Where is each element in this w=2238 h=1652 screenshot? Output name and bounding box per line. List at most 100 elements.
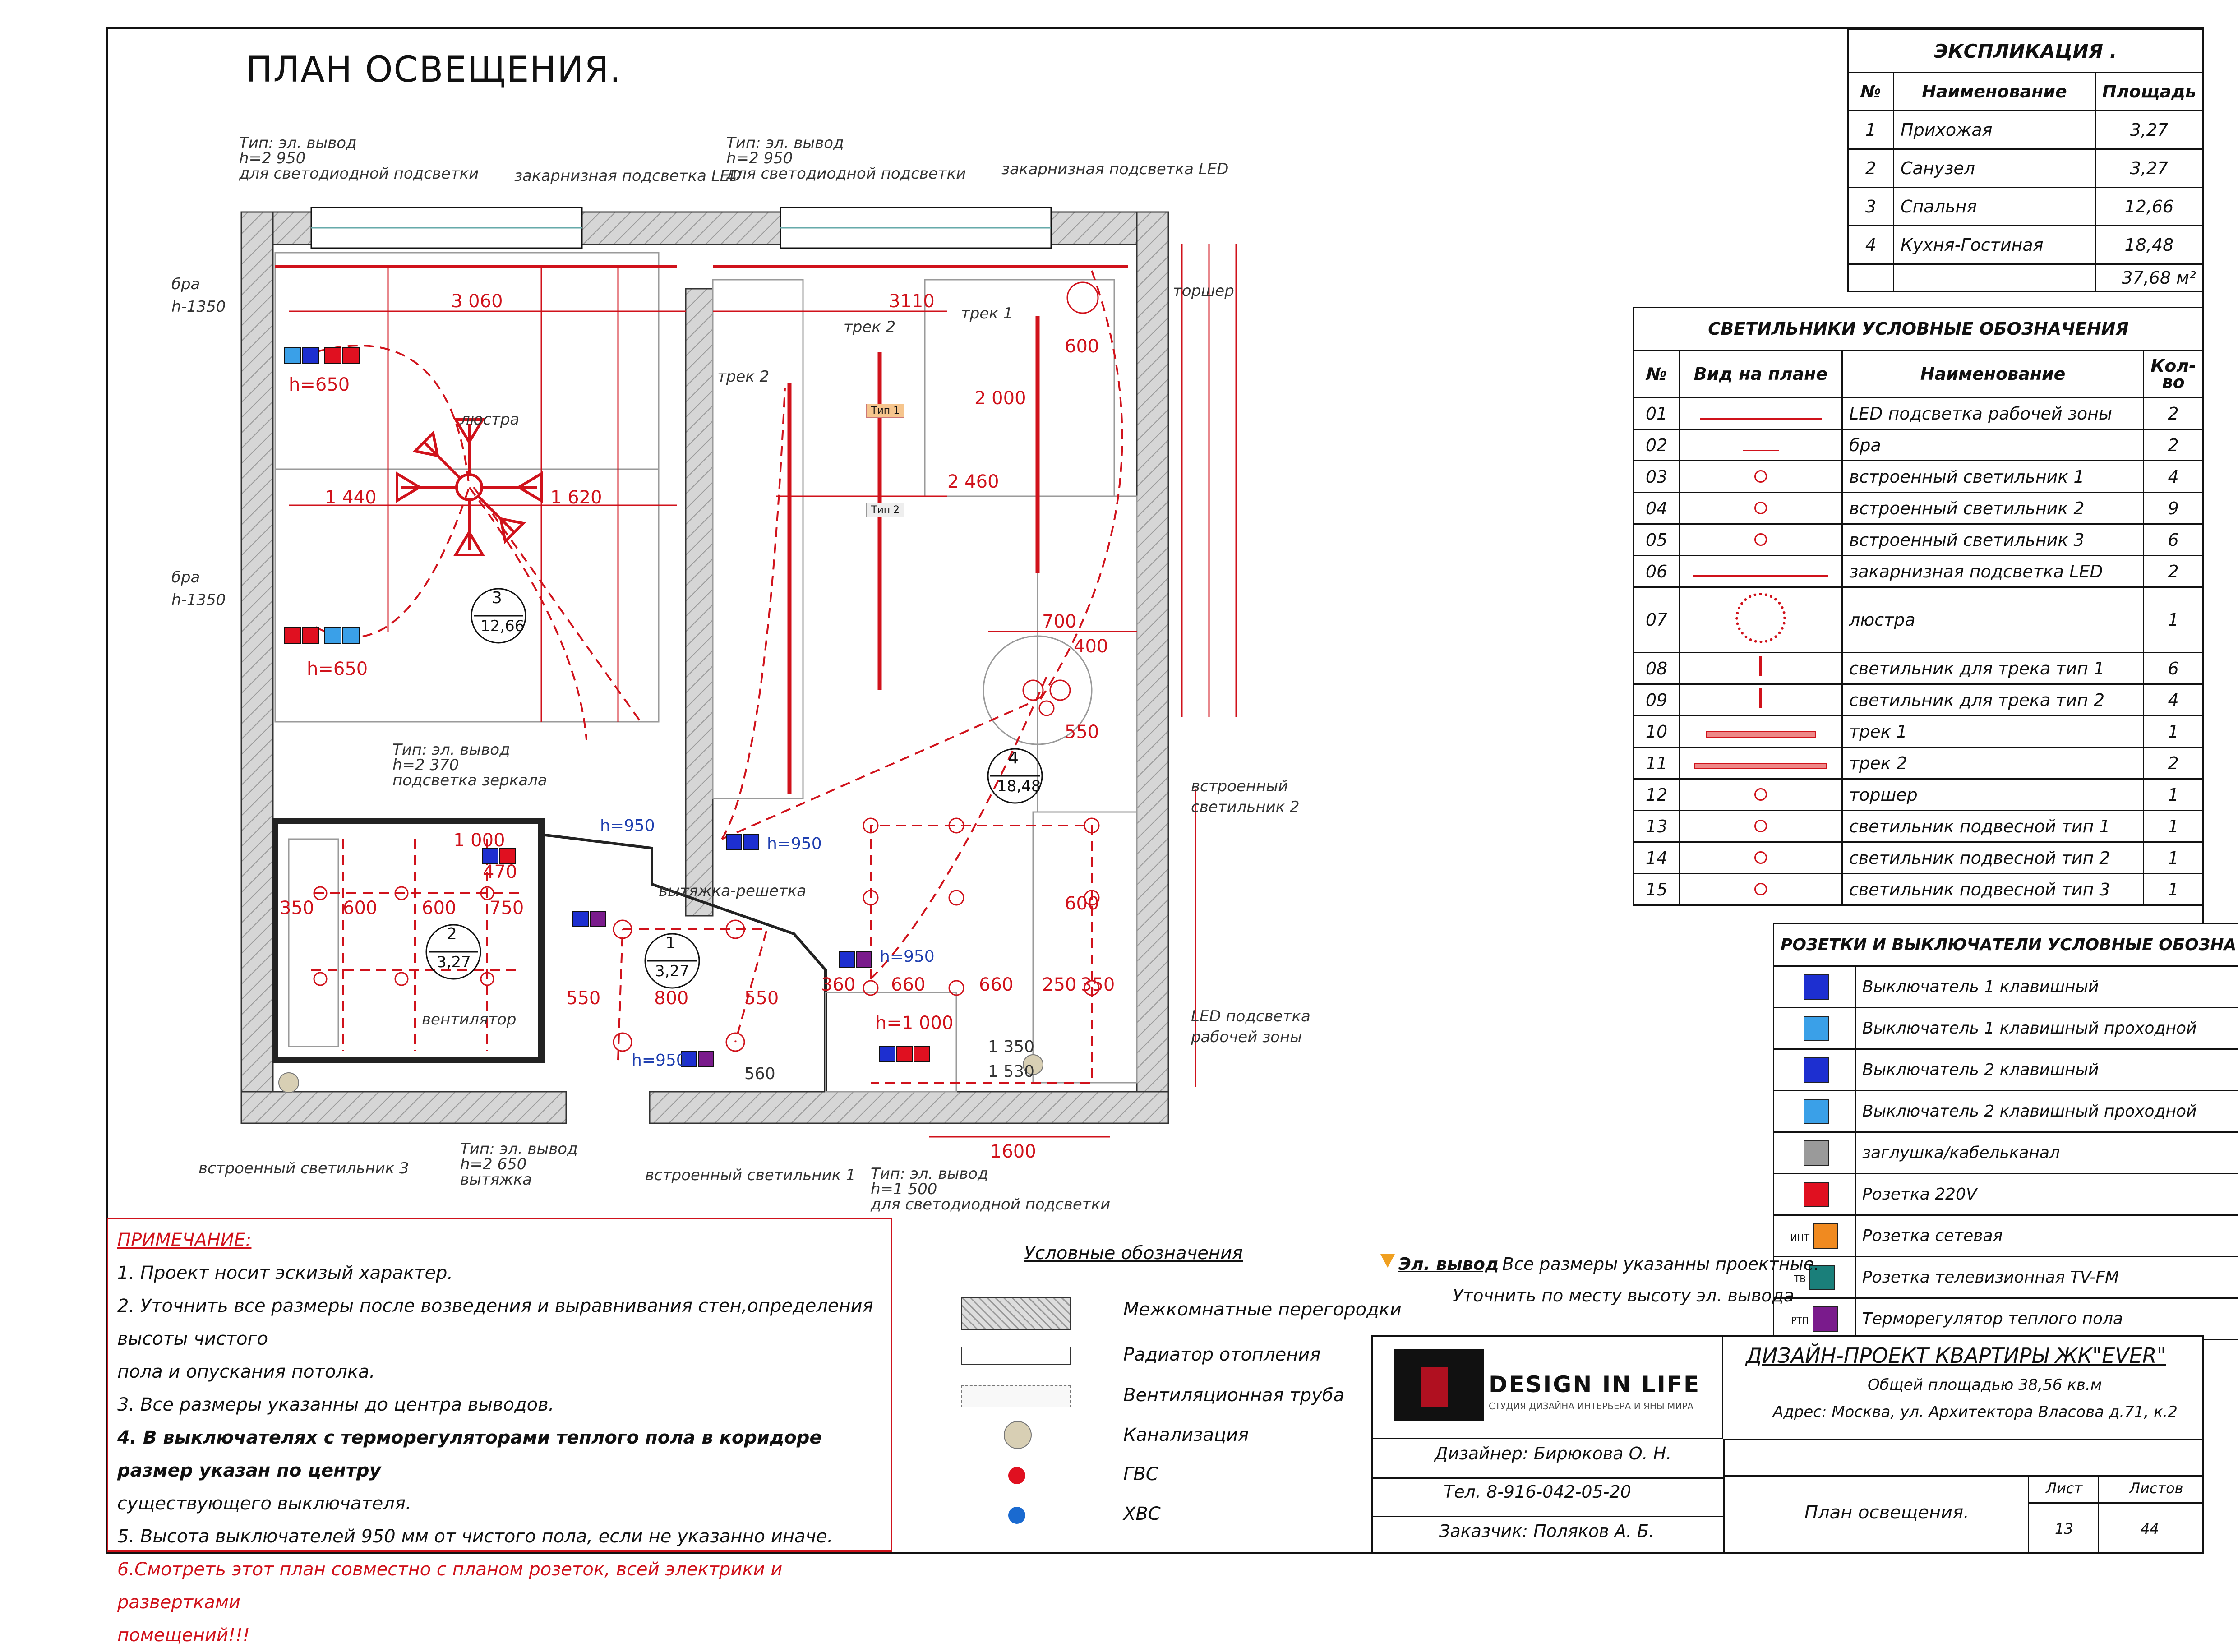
note-line: существующего выключателя. bbox=[117, 1487, 881, 1520]
table-row: Розетка 220V bbox=[1774, 1174, 2238, 1215]
project-address: Адрес: Москва, ул. Архитектора Власова д… bbox=[1773, 1403, 2178, 1421]
lights-legend-table: СВЕТИЛЬНИКИ УСЛОВНЫЕ ОБОЗНАЧЕНИЯ № Вид н… bbox=[1633, 307, 2204, 906]
floor-lamp-icon bbox=[1754, 788, 1767, 801]
cell: люстра bbox=[1842, 587, 2144, 653]
cell: 08 bbox=[1634, 653, 1680, 684]
tb-vline bbox=[2098, 1475, 2099, 1554]
sconce-icon bbox=[1743, 450, 1779, 451]
track-2-icon bbox=[1694, 763, 1827, 769]
dim-label: 350 bbox=[1080, 974, 1115, 995]
cell: 4 bbox=[1848, 226, 1894, 264]
dim-label: 660 bbox=[891, 974, 925, 995]
room-no-2: 2 bbox=[447, 925, 457, 943]
cell: 1 bbox=[2144, 587, 2203, 653]
callout-track-2a: трек 2 bbox=[844, 318, 895, 336]
callout-cornice-led-1: закарнизная подсветка LED bbox=[514, 167, 741, 185]
dim-label: 1 000 bbox=[453, 830, 505, 851]
cell: 2 bbox=[2144, 398, 2203, 429]
cell: Спальня bbox=[1894, 188, 2095, 226]
table-row: Выключатель 2 клавишный проходной bbox=[1774, 1091, 2238, 1132]
pendant-3-icon bbox=[1754, 883, 1767, 895]
cell bbox=[1774, 1049, 1855, 1091]
socket-swatch-icon bbox=[1804, 1140, 1829, 1166]
socket-prefix: РТП bbox=[1791, 1315, 1809, 1326]
note-line: 1. Проект носит эскизый характер. bbox=[117, 1257, 881, 1290]
project-title: ДИЗАЙН-ПРОЕКТ КВАРТИРЫ ЖК"EVER" bbox=[1746, 1343, 2166, 1368]
wall-right bbox=[1137, 212, 1168, 1123]
col-qty: Кол-во bbox=[2144, 351, 2203, 398]
note-line: 4. В выключателях с терморегуляторами те… bbox=[117, 1421, 881, 1487]
sewer-icon bbox=[279, 1073, 299, 1093]
dim-label: 1 350 bbox=[988, 1038, 1034, 1056]
socket-swatch-icon bbox=[1804, 1016, 1829, 1041]
cell: Прихожая bbox=[1894, 111, 2095, 149]
sheet-label: Лист bbox=[2046, 1480, 2082, 1497]
cell: 05 bbox=[1634, 524, 1680, 556]
legend-label: Вентиляционная труба bbox=[1123, 1385, 1344, 1406]
room-no-3: 3 bbox=[492, 589, 502, 607]
lights-title: СВЕТИЛЬНИКИ УСЛОВНЫЕ ОБОЗНАЧЕНИЯ bbox=[1634, 308, 2203, 351]
tb-hline bbox=[1723, 1439, 2204, 1440]
cell: 1 bbox=[2144, 716, 2203, 748]
cell: 14 bbox=[1634, 842, 1680, 874]
cell: 6 bbox=[2144, 524, 2203, 556]
dim-label: 1600 bbox=[990, 1141, 1036, 1162]
socket-swatch-icon bbox=[1813, 1223, 1838, 1249]
dim-label: 800 bbox=[654, 988, 688, 1009]
cell: бра bbox=[1842, 429, 2144, 461]
room-no-1: 1 bbox=[665, 934, 676, 952]
wall-bottom-left bbox=[241, 1092, 566, 1123]
chandelier-icon bbox=[1735, 593, 1786, 643]
cell: 04 bbox=[1634, 493, 1680, 524]
room-area-1: 3,27 bbox=[655, 962, 689, 980]
cell: Розетка 220V bbox=[1855, 1174, 2238, 1215]
cell: Выключатель 2 клавишный проходной bbox=[1855, 1091, 2238, 1132]
el-output-line2: Уточнить по месту высоту эл. вывода bbox=[1453, 1286, 1794, 1306]
cell: заглушка/кабельканал bbox=[1855, 1132, 2238, 1174]
dim-label: 700 bbox=[1042, 611, 1076, 632]
walls bbox=[241, 212, 1168, 1123]
cell: 12,66 bbox=[2095, 188, 2203, 226]
cell: 03 bbox=[1634, 461, 1680, 493]
sewer-icon bbox=[1004, 1421, 1032, 1449]
cornice-led-icon bbox=[1693, 575, 1828, 577]
dim-label: 2 460 bbox=[947, 471, 999, 492]
radiator-icon bbox=[961, 1347, 1071, 1365]
dim-label: 470 bbox=[483, 862, 517, 882]
chandelier-icon bbox=[397, 420, 541, 555]
tb-hline bbox=[1371, 1477, 1723, 1479]
dim-label: 600 bbox=[343, 898, 377, 918]
logo-subtext: СТУДИЯ ДИЗАЙНА ИНТЕРЬЕРА И ЯНЫ МИРА bbox=[1489, 1401, 1693, 1412]
cell: 4 bbox=[2144, 684, 2203, 716]
note-line: 5. Высота выключателей 950 мм от чистого… bbox=[117, 1520, 881, 1553]
track-tag: Тип 1 bbox=[866, 404, 904, 418]
cell bbox=[1680, 524, 1842, 556]
callout-floor-lamp: торшер bbox=[1173, 282, 1234, 300]
track-1-icon bbox=[1706, 731, 1816, 738]
dim-label: 360 bbox=[821, 974, 855, 995]
col-view: Вид на плане bbox=[1680, 351, 1842, 398]
phone: Тел. 8-916-042-05-20 bbox=[1444, 1482, 1631, 1502]
cell: 07 bbox=[1634, 587, 1680, 653]
track-light-2-icon bbox=[1759, 688, 1762, 708]
designer: Дизайнер: Бирюкова О. Н. bbox=[1435, 1444, 1671, 1463]
explication-total: 37,68 м² bbox=[2095, 264, 2203, 291]
callout-cornice-led-2: закарнизная подсветка LED bbox=[1001, 160, 1228, 178]
note-line: 6.Смотреть этот план совместно с планом … bbox=[117, 1553, 881, 1619]
cell: трек 2 bbox=[1842, 748, 2144, 779]
dim-label: 350 bbox=[280, 898, 314, 918]
dim-label: 3110 bbox=[889, 291, 935, 312]
col-no: № bbox=[1848, 73, 1894, 111]
cell: 12 bbox=[1634, 779, 1680, 811]
col-no: № bbox=[1634, 351, 1680, 398]
el-output-key: Эл. вывод bbox=[1398, 1254, 1499, 1274]
tb-vline bbox=[2028, 1475, 2029, 1554]
legend-title: Условные обозначения bbox=[1024, 1243, 1243, 1264]
